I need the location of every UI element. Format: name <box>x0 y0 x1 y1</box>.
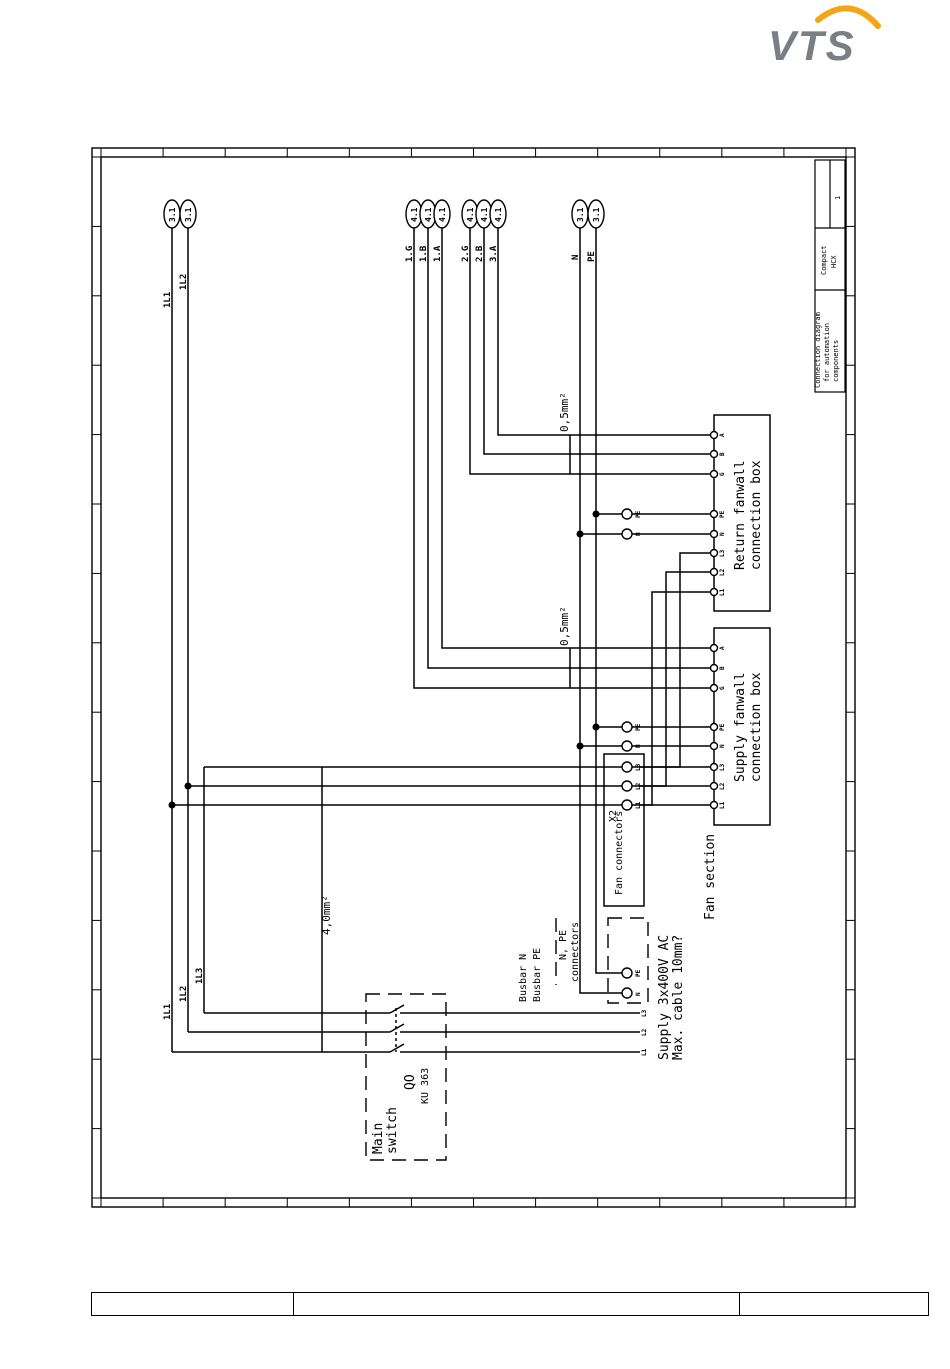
wire-label-l1-top: 1L1 <box>163 292 173 308</box>
npe-label-2: connectors <box>570 922 581 982</box>
term-l1-supply: L1 <box>719 801 726 809</box>
bubble-mid-4: 4.1 <box>466 207 475 222</box>
footer-cell-3 <box>740 1293 928 1315</box>
product-line2: HCX <box>830 255 838 268</box>
term-l3-fan: L3 <box>635 763 642 771</box>
cross-section-top: 0,5mm² <box>558 392 571 432</box>
term-l2-supply-in: L2 <box>641 1028 648 1036</box>
wire-label-l1-bot: 1L1 <box>163 1004 173 1020</box>
return-box-label-2: connection box <box>749 460 764 570</box>
bubble-right-a: 3.1 <box>576 207 585 222</box>
wire-label-2g: 2.G <box>461 246 471 262</box>
title-line1: Connection diagram <box>814 312 822 388</box>
fan-section-label: Fan section <box>703 834 718 920</box>
ku-label: KU 363 <box>420 1068 431 1104</box>
wire-label-1g: 1.G <box>405 246 415 262</box>
term-b-return: B <box>719 452 726 456</box>
terminals <box>621 430 719 999</box>
wire-label-3a: 3.A <box>489 245 499 262</box>
term-l2-return: L2 <box>719 568 726 576</box>
product-line1: Compact <box>820 245 828 275</box>
bubble-mid-1: 4.1 <box>410 207 419 222</box>
term-g-return: G <box>719 472 726 476</box>
term-a-return: A <box>719 433 726 437</box>
term-pe-supply: PE <box>719 723 726 731</box>
term-l3-return: L3 <box>719 549 726 557</box>
wire-label-n: N <box>571 255 581 260</box>
term-l1-return: L1 <box>719 588 726 596</box>
dashed-enclosures <box>365 917 649 1161</box>
title-line2: for automation <box>823 323 831 382</box>
return-box-label-1: Return fanwall <box>733 460 748 570</box>
bubble-left-b: 3.1 <box>184 207 193 222</box>
main-switch-label-2: switch <box>385 1107 400 1154</box>
title-block <box>814 159 846 393</box>
busbar-n-label: Busbar N <box>518 954 529 1002</box>
wire-label-2b: 2.B <box>475 245 485 262</box>
wire-label-l2-bot: 1L2 <box>179 986 189 1002</box>
supply-box-label-1: Supply fanwall <box>733 672 748 782</box>
term-a-supply: A <box>719 646 726 650</box>
bubble-mid-6: 4.1 <box>494 207 503 222</box>
term-pe-left2: PE <box>635 723 642 731</box>
footer-cell-1 <box>92 1293 294 1315</box>
supply-label-1: Supply 3x400V AC <box>657 935 672 1060</box>
wire-label-1a: 1.A <box>433 245 443 262</box>
busbar-pe-label: Busbar PE <box>532 948 543 1002</box>
bubble-mid-2: 4.1 <box>424 207 433 222</box>
wires <box>171 228 771 1053</box>
term-l3-supply-in: L3 <box>641 1009 648 1017</box>
fan-connectors-label: Fan connectors <box>614 811 625 895</box>
term-n-return: N <box>719 532 726 536</box>
term-pe-left1: PE <box>635 510 642 518</box>
reference-bubbles <box>163 199 605 229</box>
title-line3: components <box>832 340 840 382</box>
page-number: 1 <box>834 196 842 200</box>
bubble-mid-3: 4.1 <box>438 207 447 222</box>
wire-label-1b: 1.B <box>419 245 429 262</box>
npe-label-1: N, PE <box>558 930 569 960</box>
term-l1-supply-in: L1 <box>641 1048 648 1056</box>
footer-cell-2 <box>294 1293 741 1315</box>
bubble-left-a: 3.1 <box>168 207 177 222</box>
term-l2-fan: L2 <box>635 782 642 790</box>
term-n-supply: N <box>719 744 726 748</box>
term-l2-supply: L2 <box>719 782 726 790</box>
wire-label-l3-bot: 1L3 <box>195 968 205 984</box>
vts-logo: VTS <box>768 5 881 69</box>
term-l1-fan: L1 <box>635 801 642 809</box>
wire-label-pe: PE <box>587 251 597 262</box>
cross-section-power: 4,0mm² <box>320 895 333 935</box>
wire-label-l2-top: 1L2 <box>179 274 189 290</box>
bubble-right-b: 3.1 <box>592 207 601 222</box>
junction-dots <box>168 510 600 809</box>
term-pe-bus: PE <box>635 969 642 977</box>
term-g-supply: G <box>719 686 726 690</box>
logo-swoosh <box>815 5 881 29</box>
frame-ticks <box>92 148 855 1207</box>
main-switch-label-1: Main <box>371 1123 386 1154</box>
x2-label: X2 <box>608 810 619 822</box>
page-footer <box>91 1292 929 1316</box>
bubble-mid-5: 4.1 <box>480 207 489 222</box>
term-n-left1: N <box>635 532 642 536</box>
term-b-supply: B <box>719 666 726 670</box>
qo-label: QO <box>403 1074 418 1090</box>
term-n-left2: N <box>635 744 642 748</box>
supply-label-2: Max. cable 10mm? <box>671 935 686 1060</box>
term-pe-return: PE <box>719 510 726 518</box>
term-l3-supply: L3 <box>719 763 726 771</box>
supply-box-label-2: connection box <box>749 672 764 782</box>
cross-section-mid: 0,5mm² <box>558 606 571 646</box>
term-n-bus: N <box>635 992 642 996</box>
logo-text: VTS <box>768 22 856 69</box>
